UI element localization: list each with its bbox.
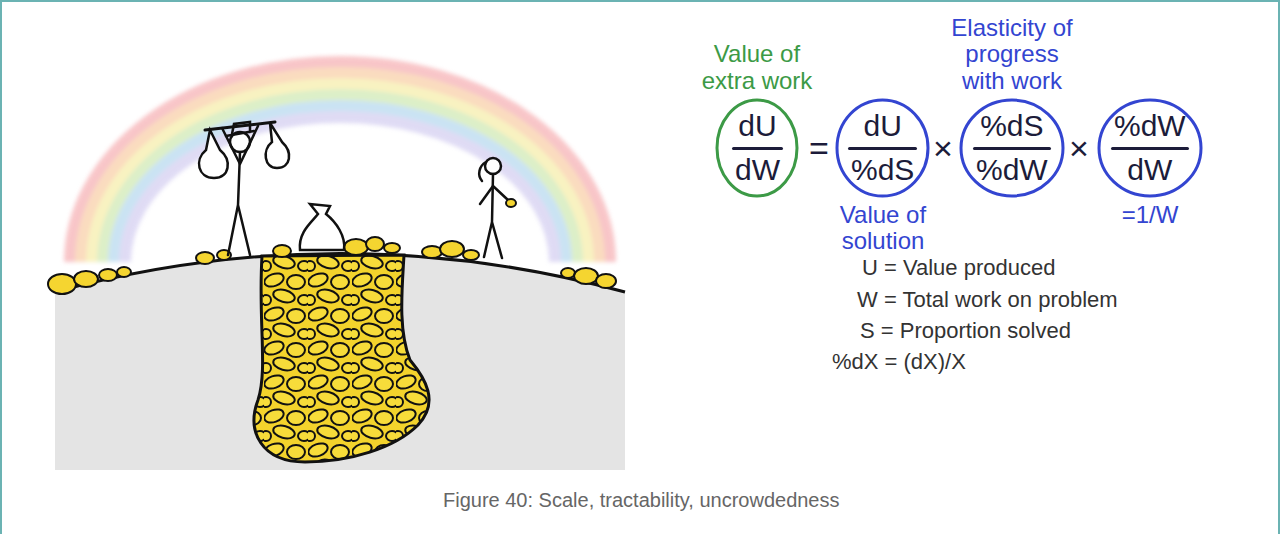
gold-nugget [117,267,131,277]
rainbow-band [92,84,588,262]
rainbow-band [125,117,555,262]
gold-nugget [561,268,575,278]
fraction-bar [1111,147,1189,150]
times-sign: × [933,128,953,169]
fraction: dU %dS [851,109,914,187]
gold-nugget [74,271,98,287]
miner-with-bags [199,122,289,255]
gold-nugget [99,269,117,281]
body [228,152,250,255]
term-annotation: Value of extra work [687,41,827,94]
rainbow-band [103,95,577,262]
gold-nugget [440,241,464,257]
gold-nugget [384,243,400,253]
hair [479,162,486,181]
gold-nugget [344,239,368,255]
equation-term: %dS%dWElasticity of progress with work [958,97,1066,199]
circle-outline [717,100,797,196]
variable-definition: U = Value produced [862,255,1055,281]
fraction-bar [732,147,783,150]
head [485,158,501,174]
numerator: %dS [976,109,1048,144]
fraction: %dS %dW [976,109,1048,187]
rainbow-band [70,62,610,262]
pole [205,122,275,130]
gold-filled-hole [254,255,429,462]
numerator: dU [735,109,780,144]
figure-caption: Figure 40: Scale, tractability, uncrowde… [443,488,840,512]
variable-definition: %dX = (dX)/X [832,349,966,375]
denominator: dW [735,153,780,188]
variable-definition: W = Total work on problem [857,287,1118,313]
term-annotation: Elasticity of progress with work [946,15,1078,94]
equation-term: %dWdW=1/W [1096,97,1204,199]
circle-outline [1099,100,1201,196]
equals-sign: = [809,128,829,169]
walking-person [479,158,516,258]
fraction-bar [973,147,1051,150]
numerator: dU [851,109,914,144]
gold-nugget [506,199,516,207]
fraction: %dW dW [1114,109,1186,187]
ground [55,254,625,471]
gold-nugget [366,237,384,251]
equation-term: dU%dSValue of solution [834,97,931,199]
gold-nugget [48,274,76,294]
denominator: %dW [976,153,1048,188]
variable-definition: S = Proportion solved [860,318,1071,344]
term-annotation: =1/W [1095,202,1205,228]
gold-nugget [422,246,442,258]
bag [266,123,289,168]
times-sign: × [1069,128,1089,169]
gold-nugget [463,250,479,260]
numerator: %dW [1114,109,1186,144]
gold-nugget [273,245,291,257]
denominator: %dS [851,153,914,188]
gold-nugget [574,268,598,284]
circle-outline [837,100,928,196]
denominator: dW [1114,153,1186,188]
rainbow-band [81,73,599,262]
fraction: dU dW [735,109,780,187]
arms [480,186,508,204]
sack [300,204,344,250]
fraction-bar [848,147,917,150]
rainbow [70,62,610,262]
gold-nugget [196,252,214,264]
rainbow-band [114,106,566,262]
bag [199,130,228,178]
equation-term: dUdWValue of extra work [714,97,800,199]
gold-nugget [596,274,616,288]
circle-outline [961,100,1063,196]
term-annotation: Value of solution [823,202,943,255]
